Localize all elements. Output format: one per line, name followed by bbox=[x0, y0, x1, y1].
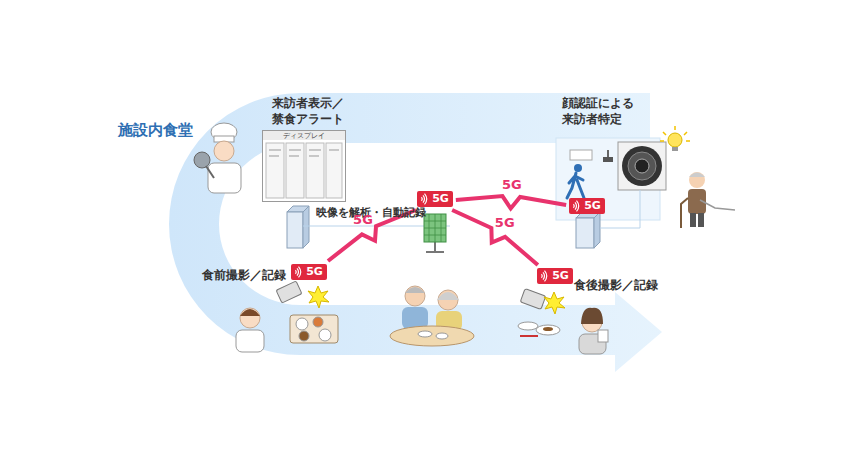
network-label: 5G bbox=[552, 269, 569, 282]
residents-eating bbox=[390, 286, 474, 346]
network-label: 5G bbox=[432, 192, 449, 205]
screen-title: ディスプレイ bbox=[283, 132, 325, 140]
server-wire bbox=[600, 190, 640, 228]
wireless-link bbox=[456, 196, 566, 208]
title: 施設内食堂 bbox=[118, 120, 193, 140]
signal-icon bbox=[539, 269, 551, 283]
light-bulb bbox=[660, 126, 690, 151]
wireless-link bbox=[452, 210, 538, 265]
camera-flash bbox=[308, 286, 329, 308]
camera bbox=[603, 157, 613, 162]
network-label: 5G bbox=[306, 265, 323, 278]
empty-dishes bbox=[518, 322, 560, 336]
5g-badge: 5G bbox=[417, 191, 453, 207]
display-box: ディスプレイ bbox=[262, 130, 346, 202]
entrance-sign bbox=[570, 150, 592, 160]
signal-icon bbox=[293, 265, 305, 279]
walking-person-icon bbox=[567, 164, 584, 198]
caption-label: 映像を解析・自動記録 bbox=[316, 206, 456, 221]
camera-flash bbox=[544, 292, 565, 314]
network-label: 5G bbox=[584, 199, 601, 212]
5g-badge: 5G bbox=[569, 198, 605, 214]
signal-icon bbox=[419, 192, 431, 206]
face-server bbox=[576, 212, 600, 248]
analysis-server bbox=[287, 206, 309, 248]
caption-label: 食前撮影／記録 bbox=[202, 267, 302, 283]
link-label: 5G bbox=[502, 177, 522, 192]
5g-badge: 5G bbox=[537, 268, 573, 284]
signal-icon bbox=[571, 199, 583, 213]
5g-badge: 5G bbox=[291, 264, 327, 280]
flow-band bbox=[169, 93, 662, 372]
care-staff bbox=[579, 308, 608, 354]
caption-label: 来訪者表示／禁食アラート bbox=[272, 95, 352, 127]
camera-phone bbox=[276, 281, 302, 303]
caption-label: 食後撮影／記録 bbox=[574, 277, 674, 293]
nurse bbox=[236, 308, 264, 352]
chef bbox=[194, 123, 241, 193]
face-scan-camera bbox=[618, 142, 666, 190]
elderly-visitor bbox=[681, 172, 735, 228]
base-station-antenna bbox=[424, 214, 446, 252]
display-screen bbox=[262, 130, 346, 202]
link-label: 5G bbox=[495, 215, 515, 230]
link-label: 5G bbox=[353, 212, 373, 227]
caption-label: 顔認証による来訪者特定 bbox=[562, 95, 642, 127]
camera-phone bbox=[520, 289, 545, 310]
camera-mount bbox=[607, 150, 609, 158]
meal-tray bbox=[290, 315, 338, 343]
